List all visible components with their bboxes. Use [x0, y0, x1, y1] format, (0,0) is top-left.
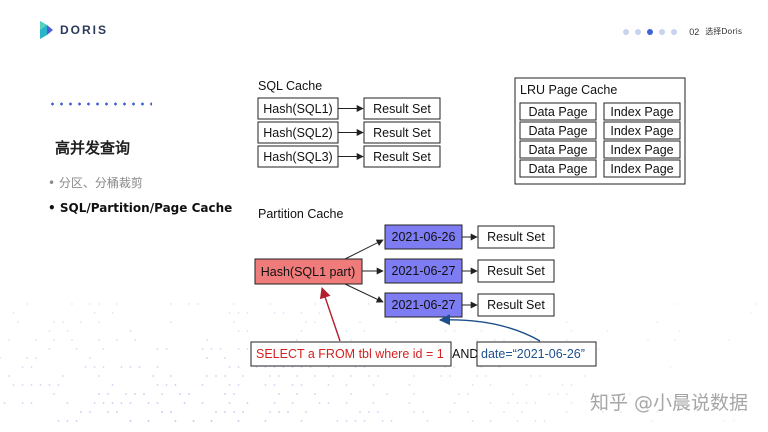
- sql-cache-row-1: Hash(SQL1) Result Set: [258, 98, 440, 119]
- query-part1-text: SELECT a FROM tbl where id = 1: [256, 347, 444, 361]
- query-part2-text: date=“2021-06-26”: [481, 347, 585, 361]
- index-page-label: Index Page: [610, 105, 673, 119]
- date-to-partition-arrow: [440, 320, 540, 341]
- index-page-label: Index Page: [610, 143, 673, 157]
- data-page-label: Data Page: [528, 143, 587, 157]
- partition-hash-label: Hash(SQL1 part): [261, 265, 355, 279]
- sql-result-label: Result Set: [373, 102, 431, 116]
- sql-hash-label: Hash(SQL2): [263, 126, 332, 140]
- partition-row-2: 2021-06-27 Result Set: [385, 259, 554, 283]
- index-page-label: Index Page: [610, 124, 673, 138]
- data-page-label: Data Page: [528, 105, 587, 119]
- sql-cache-title: SQL Cache: [258, 79, 322, 93]
- partition-date-label: 2021-06-27: [392, 298, 456, 312]
- index-page-label: Index Page: [610, 162, 673, 176]
- sql-hash-label: Hash(SQL3): [263, 150, 332, 164]
- sql-result-label: Result Set: [373, 150, 431, 164]
- sql-cache-row-2: Hash(SQL2) Result Set: [258, 122, 440, 143]
- sql-hash-label: Hash(SQL1): [263, 102, 332, 116]
- partition-date-label: 2021-06-27: [392, 264, 456, 278]
- data-page-label: Data Page: [528, 124, 587, 138]
- lru-cache-title: LRU Page Cache: [520, 83, 617, 97]
- partition-cache-title: Partition Cache: [258, 207, 344, 221]
- query-to-hash-arrow: [322, 288, 340, 341]
- watermark-text: 知乎 @小晨说数据: [590, 388, 748, 415]
- partition-date-label: 2021-06-26: [392, 230, 456, 244]
- partition-row-1: 2021-06-26 Result Set: [385, 225, 554, 249]
- partition-row-3: 2021-06-27 Result Set: [385, 293, 554, 317]
- partition-result-label: Result Set: [487, 230, 545, 244]
- partition-result-label: Result Set: [487, 298, 545, 312]
- query-and-text: AND: [452, 347, 478, 361]
- data-page-label: Data Page: [528, 162, 587, 176]
- sql-result-label: Result Set: [373, 126, 431, 140]
- partition-result-label: Result Set: [487, 264, 545, 278]
- sql-cache-row-3: Hash(SQL3) Result Set: [258, 146, 440, 167]
